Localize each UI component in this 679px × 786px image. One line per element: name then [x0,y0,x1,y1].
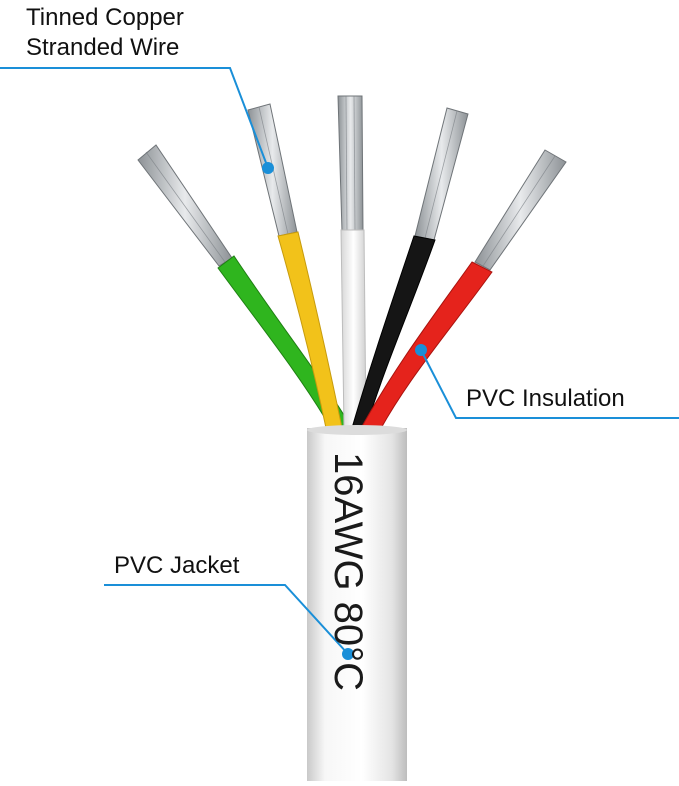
strand-bundle-white [337,95,364,233]
callout-line-insulation [420,349,679,419]
strand-bundle-green [137,144,233,267]
label-conductor-line1: Tinned Copper [26,4,184,31]
callout-dots [262,162,427,660]
cable-print: 16AWG 80°C [326,452,370,691]
wire-yellow [277,231,343,429]
pvc-jacket [307,428,407,786]
callout-dot-jacket [342,648,354,660]
strand-bundle-red [474,149,567,271]
jacket-opening [307,425,407,435]
callout-line-jacket [104,584,349,655]
callouts [0,67,679,655]
callout-line-conductor [0,67,269,169]
label-insulation: PVC Insulation [466,385,625,412]
callout-dot-insulation [415,344,427,356]
label-jacket: PVC Jacket [114,552,240,579]
strand-texture [145,95,556,267]
callout-dot-conductor [262,162,274,174]
label-conductor-line2: Stranded Wire [26,34,180,61]
